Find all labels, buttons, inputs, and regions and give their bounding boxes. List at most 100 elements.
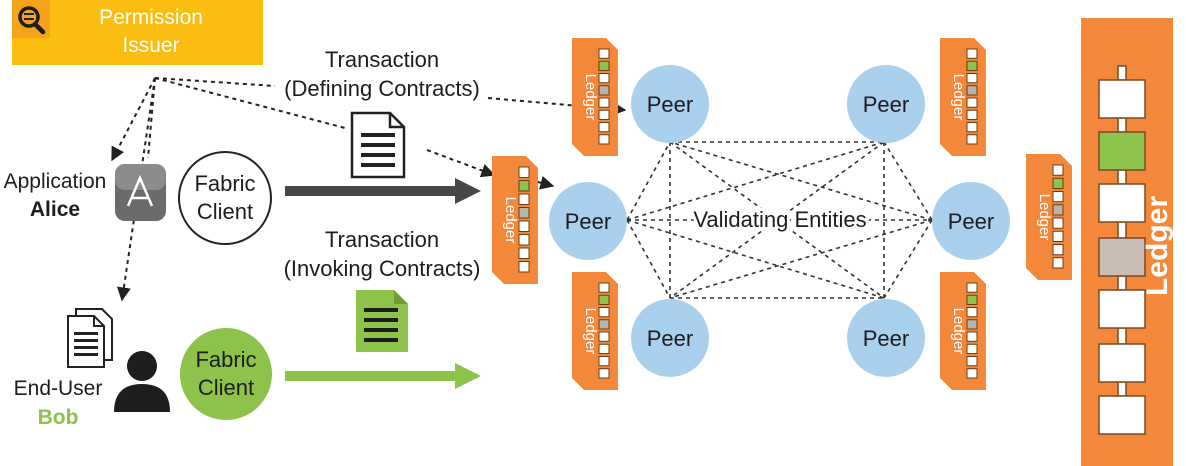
end-user-name: Bob (38, 406, 79, 429)
permission-issuer-line2: Issuer (122, 34, 179, 57)
ledger-block (966, 319, 978, 330)
ledger-block (518, 193, 530, 205)
peer-label: Peer (647, 92, 693, 117)
ledger-tag-label: Ledger (950, 74, 967, 121)
ledger-block (598, 282, 610, 293)
ledger-block (1052, 177, 1064, 189)
peer-label: Peer (863, 326, 909, 351)
ledger-block (966, 97, 978, 108)
application-alice: Application Alice (4, 164, 166, 221)
ledger-tag-middle-left: Ledger (492, 156, 538, 284)
peer-middle-right: Peer (932, 182, 1010, 260)
ledger-block (518, 207, 530, 219)
fabric-client-bob-line1: Fabric (195, 347, 256, 372)
ledger-block (598, 294, 610, 305)
ledger-block (966, 134, 978, 145)
alice-transaction-arrow (285, 178, 481, 204)
ledger-block (598, 60, 610, 71)
ledger-block (598, 307, 610, 318)
validating-mesh (626, 141, 933, 299)
ledger-block (518, 180, 530, 192)
validating-entities-label: Validating Entities (693, 207, 866, 232)
main-ledger: Ledger (1081, 18, 1174, 466)
ledger-block (518, 261, 530, 273)
transaction-invoke-line2: (Invoking Contracts) (284, 256, 481, 281)
magnifier-icon (12, 0, 50, 38)
ledger-block (598, 368, 610, 379)
ledger-block (1052, 204, 1064, 216)
fabric-client-alice-line1: Fabric (194, 171, 255, 196)
peer-top-right: Peer (847, 65, 925, 143)
ledger-block (966, 331, 978, 342)
ledger-block (598, 122, 610, 133)
ledger-block (598, 85, 610, 96)
ledger-block (1052, 217, 1064, 229)
ledger-block (966, 356, 978, 367)
ledger-block (966, 294, 978, 305)
fabric-client-bob-line2: Client (198, 375, 254, 400)
ledger-block (966, 60, 978, 71)
ledger-block (1052, 257, 1064, 269)
fabric-client-bob: Fabric Client (180, 328, 272, 420)
application-label: Application (4, 170, 107, 193)
ledger-tag-top-left: Ledger (572, 38, 618, 156)
peer-bottom-right: Peer (847, 299, 925, 377)
ledger-block (598, 109, 610, 120)
ledger-chain (1098, 65, 1146, 435)
person-icon (114, 351, 170, 412)
ledger-tag-label: Ledger (950, 308, 967, 355)
transaction-invoke-line1: Transaction (325, 227, 439, 252)
ledger-block (518, 234, 530, 246)
ledger-block (1052, 191, 1064, 203)
permission-issuer-line1: Permission (99, 6, 203, 29)
peer-middle-left: Peer (549, 182, 627, 260)
ledger-block (966, 109, 978, 120)
ledger-block (966, 343, 978, 354)
ledger-tag-label: Ledger (1036, 194, 1053, 241)
ledger-tag-label: Ledger (582, 308, 599, 355)
ledger-tag-label: Ledger (582, 74, 599, 121)
ledger-block (598, 343, 610, 354)
peer-label: Peer (647, 326, 693, 351)
peer-label: Peer (565, 209, 611, 234)
transaction-defining-contracts: Transaction (Defining Contracts) (284, 47, 480, 179)
end-user-label: End-User (14, 377, 103, 400)
ledger-block (966, 48, 978, 59)
ledger-block (598, 97, 610, 108)
bob-transaction-arrow (285, 363, 481, 389)
documents-icon (67, 308, 113, 368)
ledger-block (1052, 164, 1064, 176)
ledger-block (598, 48, 610, 59)
ledger-block (598, 331, 610, 342)
ledger-block (966, 307, 978, 318)
end-user-bob: End-User Bob (14, 308, 170, 429)
transaction-define-line2: (Defining Contracts) (284, 76, 480, 101)
application-name: Alice (30, 198, 80, 221)
ledger-block (598, 356, 610, 367)
peer-top-left: Peer (631, 65, 709, 143)
green-document-icon (356, 290, 408, 352)
ledger-block (966, 73, 978, 84)
ledger-block (966, 282, 978, 293)
ledger-block (518, 166, 530, 178)
ledger-block (598, 73, 610, 84)
app-store-icon (115, 164, 166, 221)
ledger-block (598, 319, 610, 330)
ledger-tag-bottom-left: Ledger (572, 272, 618, 390)
ledger-block (518, 247, 530, 259)
ledger-tag-top-right: Ledger (940, 38, 986, 156)
ledger-block (966, 122, 978, 133)
transaction-invoking-contracts: Transaction (Invoking Contracts) (284, 227, 481, 352)
ledger-block (518, 220, 530, 232)
ledger-block (598, 134, 610, 145)
document-icon (350, 111, 406, 179)
ledger-tag-label: Ledger (502, 197, 519, 244)
peer-label: Peer (948, 209, 994, 234)
ledger-block (966, 85, 978, 96)
fabric-client-alice: Fabric Client (178, 151, 272, 245)
ledger-block (1052, 230, 1064, 242)
peer-bottom-left: Peer (631, 299, 709, 377)
